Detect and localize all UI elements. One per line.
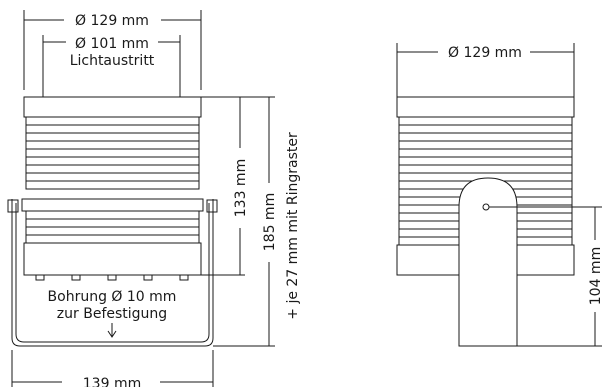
cooling-fin — [398, 148, 573, 158]
left-view: Ø 129 mm Ø 101 mm Lichtaustritt — [7, 10, 301, 387]
cooling-fin — [25, 164, 200, 174]
foot — [71, 274, 81, 281]
total-height-label: 185 mm — [262, 193, 278, 251]
inner-diameter-label: Ø 101 mm — [75, 36, 149, 52]
cooling-fin — [25, 218, 200, 228]
bottom-housing — [23, 242, 202, 276]
foot — [35, 274, 45, 281]
total-height-dimension: 185 mm — [213, 96, 278, 347]
bracket-arm-side — [458, 177, 518, 347]
cooling-fin — [25, 140, 200, 150]
body-height-label: 133 mm — [233, 159, 249, 217]
cooling-fin — [25, 148, 200, 158]
foot — [107, 274, 117, 281]
cooling-fin — [398, 140, 573, 150]
mount-band — [21, 198, 204, 212]
bracket-knob-right — [206, 199, 218, 213]
cooling-fin — [398, 116, 573, 126]
cooling-fin — [25, 210, 200, 220]
outer-diameter-label-left: Ø 129 mm — [75, 13, 149, 29]
foot — [179, 274, 189, 281]
bracket-width-label: 139 mm — [83, 376, 141, 387]
cooling-fin — [25, 234, 200, 244]
bore-arrow-head — [107, 330, 117, 338]
pivot-height-dimension: 104 mm — [489, 206, 604, 347]
cooling-fin — [398, 156, 573, 166]
cooling-fin — [25, 124, 200, 134]
outer-diameter-dimension-left: Ø 129 mm — [23, 10, 202, 90]
top-cap-right — [396, 96, 575, 118]
cooling-fin — [25, 172, 200, 182]
bore-label-line2: zur Befestigung — [57, 306, 167, 322]
cooling-fin — [25, 116, 200, 126]
foot — [143, 274, 153, 281]
mounting-bracket — [7, 199, 218, 347]
outer-diameter-label-right: Ø 129 mm — [448, 45, 522, 61]
cooling-fin — [25, 156, 200, 166]
cooling-fin — [398, 132, 573, 142]
right-view: Ø 129 mm 104 mm — [396, 43, 604, 347]
bracket-knob-left — [7, 199, 19, 213]
inner-diameter-dimension: Ø 101 mm Lichtaustritt — [42, 35, 181, 97]
cooling-fin — [398, 124, 573, 134]
body-height-dimension: 133 mm — [201, 96, 249, 276]
bracket-width-dimension: 139 mm — [11, 350, 214, 387]
top-cap — [23, 96, 202, 118]
outer-diameter-dimension-right: Ø 129 mm — [396, 43, 575, 97]
cooling-fin — [25, 180, 200, 190]
cooling-fin — [25, 226, 200, 236]
cooling-fin — [25, 132, 200, 142]
light-exit-label: Lichtaustritt — [70, 53, 155, 69]
ring-grid-note: + je 27 mm mit Ringraster — [285, 132, 301, 320]
pivot-height-label: 104 mm — [588, 247, 604, 305]
bore-label-line1: Bohrung Ø 10 mm — [48, 289, 177, 305]
cooling-fin — [398, 164, 573, 174]
